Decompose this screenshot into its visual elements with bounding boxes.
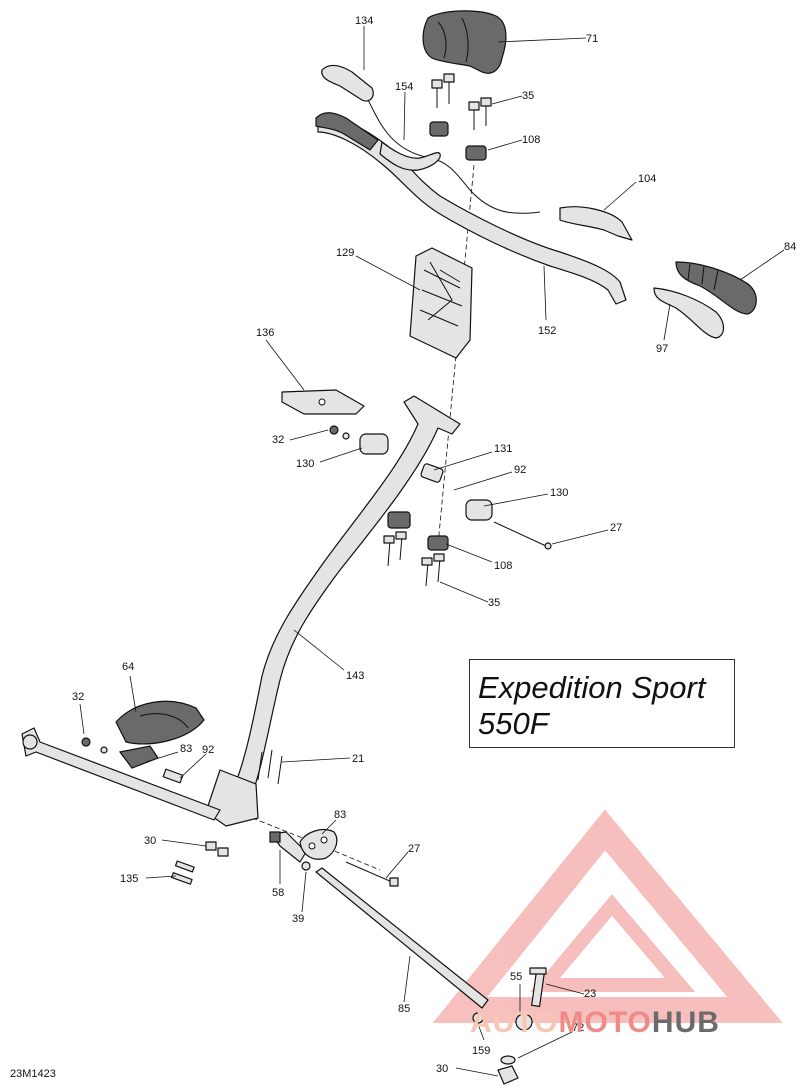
callout-92: 92 [514, 464, 526, 476]
callout-30: 30 [144, 835, 156, 847]
callout-152: 152 [538, 325, 556, 337]
bracket-plate-136 [281, 389, 365, 415]
riser-block-129 [409, 247, 473, 359]
callout-97: 97 [656, 343, 668, 355]
ball-joint-58 [269, 831, 307, 863]
callout-108: 108 [494, 560, 512, 572]
callout-84: 84 [784, 241, 796, 253]
tie-rod-left [21, 727, 221, 821]
callout-27: 27 [408, 843, 420, 855]
bushing-130-right [420, 463, 552, 550]
callout-39: 39 [292, 913, 304, 925]
callout-72: 72 [572, 1022, 584, 1034]
callout-55: 55 [510, 971, 522, 983]
sleeves-30-135 [170, 841, 229, 885]
arm-83-lower [299, 829, 338, 871]
leader-lines [79, 26, 785, 1077]
watermark-hub: HUB [651, 1006, 720, 1039]
grip-97 [653, 287, 725, 339]
callout-131: 131 [494, 443, 512, 455]
callout-71: 71 [586, 33, 598, 45]
rod-end-assembly [472, 967, 547, 1085]
callout-154: 154 [395, 81, 413, 93]
callout-104: 104 [638, 173, 656, 185]
callout-32: 32 [72, 691, 84, 703]
steering-arm-bolts-21 [257, 749, 283, 785]
bushing-130-left [329, 425, 389, 455]
callout-136: 136 [256, 327, 274, 339]
callout-64: 64 [122, 661, 134, 673]
cover-64 [115, 700, 205, 745]
model-name-box: Expedition Sport 550F [469, 659, 735, 748]
watermark-auto: AUTO [470, 1006, 559, 1039]
callout-27: 27 [610, 522, 622, 534]
callout-21: 21 [352, 753, 364, 765]
watermark-text: AUTOMOTOHUB [470, 1006, 720, 1040]
throttle-lever-104 [559, 206, 633, 241]
heater-wire-154 [379, 141, 441, 171]
grip-84 [675, 261, 757, 315]
watermark-logo [432, 809, 783, 1023]
watermark-moto: MOTO [558, 1006, 652, 1039]
callout-58: 58 [272, 887, 284, 899]
clamp-lower [383, 511, 449, 587]
callout-83: 83 [334, 809, 346, 821]
callout-159: 159 [472, 1045, 490, 1057]
callout-92: 92 [202, 744, 214, 756]
callout-83: 83 [180, 743, 192, 755]
callout-35: 35 [488, 597, 500, 609]
throttle-cable [321, 64, 541, 214]
callout-130: 130 [296, 458, 314, 470]
callout-130: 130 [550, 487, 568, 499]
callout-129: 129 [336, 247, 354, 259]
model-name-line-1: Expedition Sport [478, 670, 706, 705]
callout-32: 32 [272, 434, 284, 446]
model-name-line-2: 550F [478, 706, 549, 741]
callout-134: 134 [355, 15, 373, 27]
callout-135: 135 [120, 873, 138, 885]
bolt-27-lower [345, 861, 399, 887]
callout-labels: 134 71 154 35 108 104 84 129 152 97 136 … [72, 15, 796, 1075]
callout-23: 23 [584, 988, 596, 1000]
callout-108: 108 [522, 134, 540, 146]
clamp-upper [429, 73, 492, 161]
drawing-code: 23M1423 [10, 1068, 56, 1080]
callout-35: 35 [522, 90, 534, 102]
steering-column-143 [205, 395, 461, 827]
callout-30: 30 [436, 1063, 448, 1075]
callout-85: 85 [398, 1003, 410, 1015]
tie-rod-85 [315, 867, 489, 1009]
callout-143: 143 [346, 670, 364, 682]
handlebar-heater-cover [422, 10, 507, 74]
